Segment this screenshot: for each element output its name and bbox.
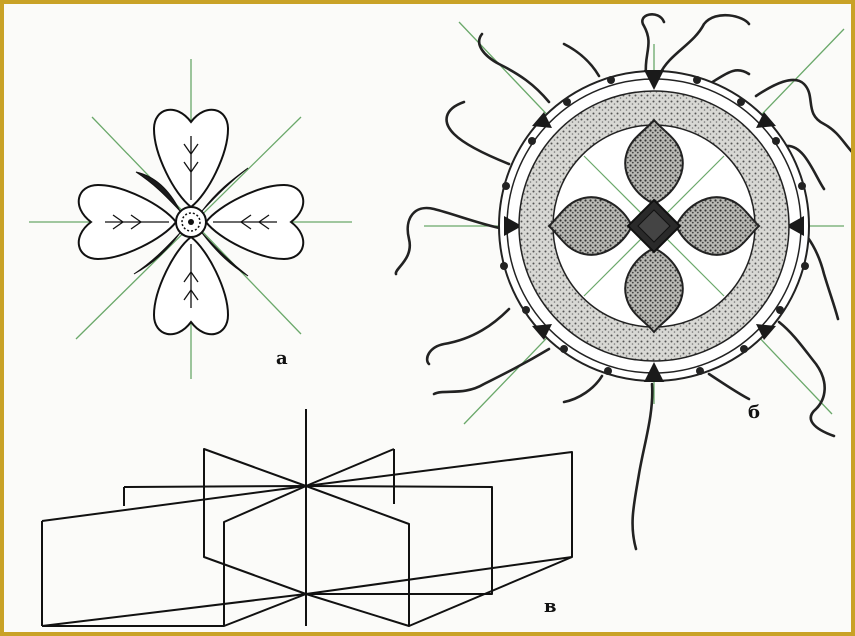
symmetry-planes-diagram [4, 4, 855, 636]
symmetry-planes [42, 409, 572, 626]
panel-label-a: а [276, 348, 288, 369]
panel-label-b: б [748, 402, 760, 423]
panel-label-c: в [544, 596, 557, 617]
